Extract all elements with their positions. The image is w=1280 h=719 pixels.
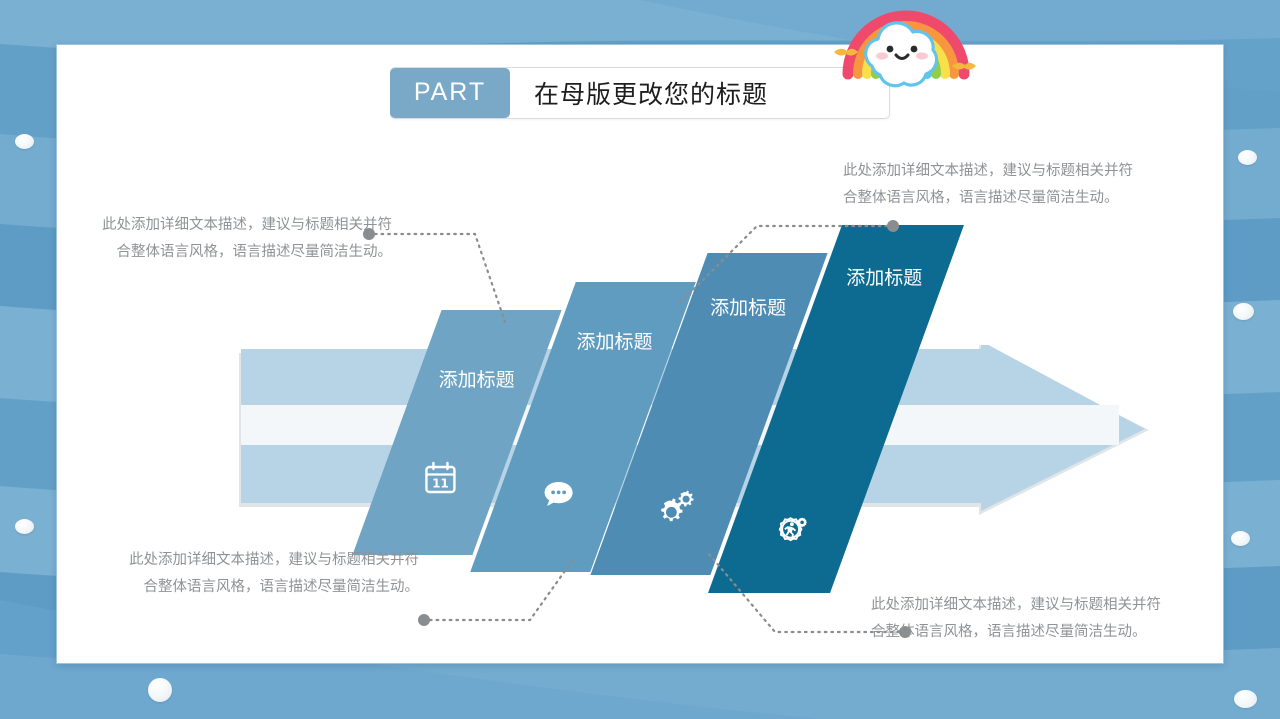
connector-bottom-right [707,552,911,638]
connector-top-left [363,228,507,324]
step-2-label: 添加标题 [576,331,653,353]
part-badge: PART [390,67,510,118]
rainbow-cloud-mascot [786,0,1006,90]
bird-icon [834,48,976,70]
step-4[interactable]: 添加标题 [708,225,964,593]
step-1-label: 添加标题 [438,369,515,391]
step-2[interactable]: 添加标题 [470,282,696,572]
connector-bottom-left [418,559,574,626]
calendar-day-value: 11 [432,477,449,491]
step-3[interactable]: 添加标题 [590,253,828,575]
gears-icon [615,488,735,528]
decorative-dot [1234,690,1257,708]
cloud-face-icon [864,21,939,88]
decorative-dot [15,519,34,534]
description-bottom-left: 此处添加详细文本描述，建议与标题相关并符 合整体语言风格，语言描述尽量简洁生动。 [129,552,419,595]
decorative-dot [1231,531,1250,546]
slide-canvas: PART 在母版更改您的标题 添加标题 11 添加标题 [56,44,1224,664]
description-top-right: 此处添加详细文本描述，建议与标题相关并符 合整体语言风格，语言描述尽量简洁生动。 [843,163,1133,206]
step-1[interactable]: 添加标题 11 [352,310,562,555]
calendar-icon: 11 [380,460,500,496]
slide-title-bar: PART 在母版更改您的标题 [390,67,890,119]
chat-bubble-icon [499,477,619,511]
description-bottom-right: 此处添加详细文本描述，建议与标题相关并符 合整体语言风格，语言描述尽量简洁生动。 [871,597,1161,640]
decorative-dot [1238,150,1257,165]
description-top-left: 此处添加详细文本描述，建议与标题相关并符 合整体语言风格，语言描述尽量简洁生动。 [102,217,392,260]
runner-in-gear-icon [730,513,852,555]
connector-top-right [675,220,899,308]
page-title: 在母版更改您的标题 [534,80,769,109]
decorative-dot [15,134,34,149]
decorative-dot [1233,303,1254,320]
decorative-dot [148,678,172,702]
